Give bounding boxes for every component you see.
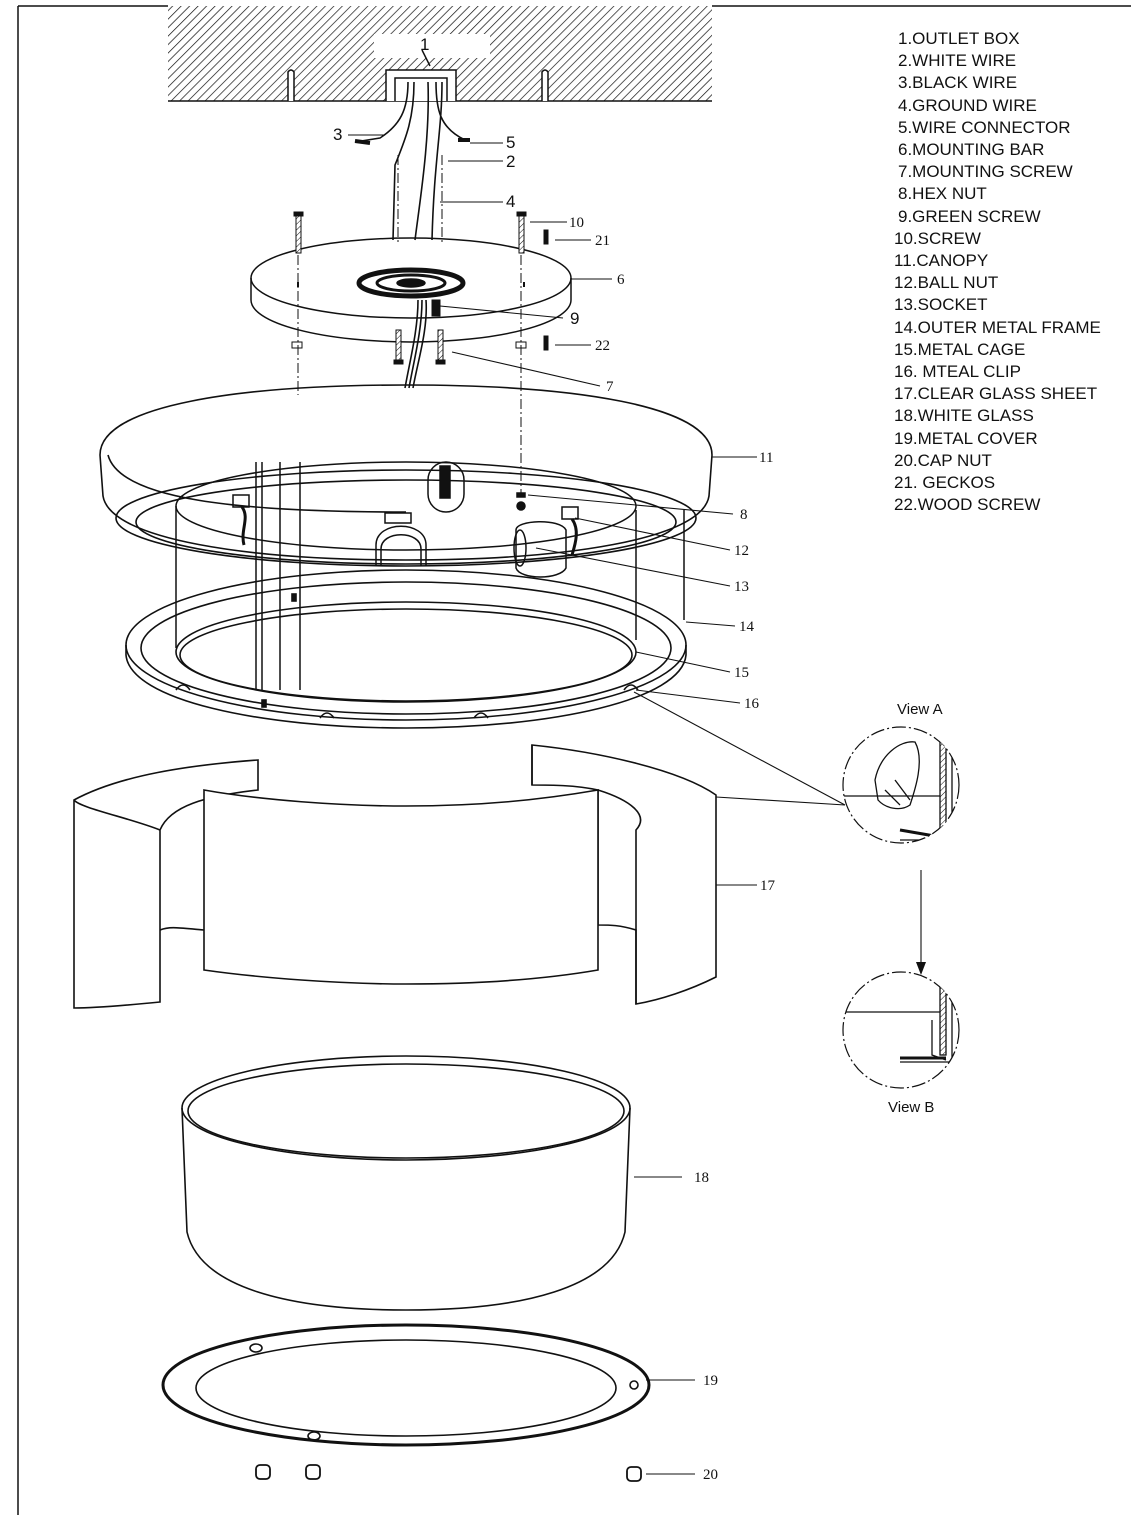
callout-3: 3 <box>333 125 342 144</box>
legend-item: 17.CLEAR GLASS SHEET <box>894 384 1098 404</box>
callout-13: 13 <box>734 579 749 595</box>
legend-item: 18.WHITE GLASS <box>894 406 1034 426</box>
alignment-lines <box>297 155 522 495</box>
legend-item: 20.CAP NUT <box>894 450 992 470</box>
callout-18: 18 <box>694 1170 709 1186</box>
legend-item: 21. GECKOS <box>894 473 996 493</box>
clear-glass-sheets <box>73 744 717 1009</box>
view-a-label: View A <box>897 701 943 718</box>
legend-item: 3.BLACK WIRE <box>898 73 1018 93</box>
legend-item: 14.OUTER METAL FRAME <box>894 317 1101 337</box>
callout-labels: 1 2 3 4 5 6 7 8 9 10 11 12 13 14 15 16 1… <box>333 35 943 1483</box>
callout-15: 15 <box>734 665 749 681</box>
legend-item: 8.HEX NUT <box>898 184 987 204</box>
callout-22: 22 <box>595 338 610 354</box>
callout-14: 14 <box>739 619 755 635</box>
callout-5: 5 <box>506 133 515 152</box>
legend-item: 1.OUTLET BOX <box>898 29 1020 48</box>
detail-view-b <box>842 971 960 1089</box>
callout-12: 12 <box>734 543 749 559</box>
legend-item: 2.WHITE WIRE <box>898 51 1017 71</box>
detail-view-a <box>842 726 960 844</box>
legend-item: 16. MTEAL CLIP <box>894 362 1021 382</box>
legend-item: 12.BALL NUT <box>894 273 999 293</box>
legend-item: 10.SCREW <box>894 228 981 248</box>
legend-item: 9.GREEN SCREW <box>898 206 1041 226</box>
legend-item: 13.SOCKET <box>894 295 988 315</box>
canopy <box>99 384 713 567</box>
callout-7: 7 <box>606 379 614 395</box>
cap-nuts <box>255 1464 642 1482</box>
callout-17: 17 <box>760 878 776 894</box>
callout-16: 16 <box>744 696 760 712</box>
callout-20: 20 <box>703 1467 718 1483</box>
legend-item: 11.CANOPY <box>894 251 989 271</box>
page-border <box>17 5 1131 1515</box>
callout-8: 8 <box>740 507 748 523</box>
leader-lines <box>348 134 922 1475</box>
metal-frame-ring <box>125 569 687 729</box>
legend-item: 15.METAL CAGE <box>894 339 1026 359</box>
inner-assembly <box>175 461 685 690</box>
callout-21: 21 <box>595 233 610 249</box>
wires <box>354 81 470 389</box>
legend-item: 19.METAL COVER <box>894 428 1038 448</box>
mounting-bar <box>250 237 572 343</box>
legend-item: 4.GROUND WIRE <box>898 95 1037 115</box>
callout-10: 10 <box>569 215 584 231</box>
callout-2: 2 <box>506 152 515 171</box>
metal-cover <box>161 1323 651 1447</box>
callout-9: 9 <box>570 309 579 328</box>
view-arrow <box>916 962 926 975</box>
legend-item: 7.MOUNTING SCREW <box>898 162 1073 182</box>
white-glass-drum <box>181 1055 631 1311</box>
callout-4: 4 <box>506 192 515 211</box>
callout-6: 6 <box>617 272 625 288</box>
ceiling-outlet-box <box>168 6 712 102</box>
legend-item: 5.WIRE CONNECTOR <box>898 117 1071 137</box>
legend-item: 6.MOUNTING BAR <box>898 140 1045 160</box>
callout-11: 11 <box>759 450 773 466</box>
callout-19: 19 <box>703 1373 718 1389</box>
legend-item: 22.WOOD SCREW <box>894 495 1041 515</box>
view-b-label: View B <box>888 1099 934 1116</box>
callout-1: 1 <box>420 35 429 54</box>
